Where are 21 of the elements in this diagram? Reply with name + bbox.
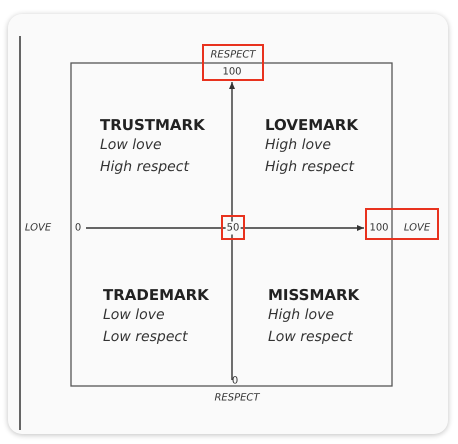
- quadrant-title: MISSMARK: [268, 286, 360, 304]
- quadrant-title: LOVEMARK: [265, 116, 360, 134]
- axis-title: LOVE: [24, 222, 52, 234]
- quadrant-description: High love: [268, 306, 335, 325]
- quadrant-description: High respect: [100, 158, 190, 177]
- tick-label: 0: [74, 222, 82, 234]
- quadrant-description: Low love: [100, 136, 163, 155]
- quadrant-description: High love: [265, 136, 332, 155]
- quadrant-description: Low respect: [103, 328, 189, 347]
- tick-label: 0: [232, 376, 238, 386]
- tick-label: 100: [222, 66, 242, 78]
- axis-title: RESPECT: [214, 392, 260, 404]
- quadrant-description: Low respect: [268, 328, 354, 347]
- axis-title: RESPECT: [210, 50, 256, 60]
- quadrant-description: Low love: [103, 306, 166, 325]
- tick-label: 50: [226, 222, 240, 234]
- tick-label: 100: [369, 222, 389, 234]
- quadrant-description: High respect: [265, 158, 356, 177]
- quadrant-title: TRUSTMARK: [100, 116, 206, 134]
- quadrant-title: TRADEMARK: [103, 286, 210, 304]
- axis-title: LOVE: [404, 222, 430, 234]
